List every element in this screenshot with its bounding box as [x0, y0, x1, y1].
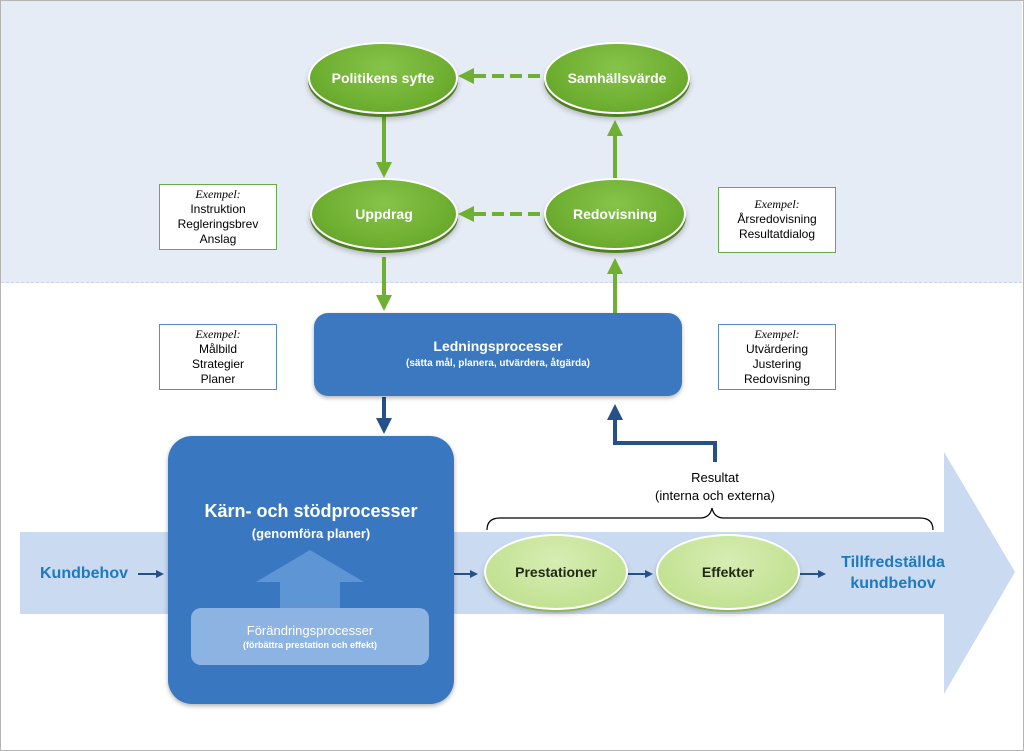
node-label: Samhällsvärde — [567, 70, 667, 86]
tillfredstallda-line: Tillfredställda — [841, 554, 945, 571]
tillfredstallda-label: Tillfredställda kundbehov — [826, 552, 960, 594]
example-line: Planer — [200, 372, 236, 386]
node-prestationer: Prestationer — [484, 534, 628, 610]
example-line: Anslag — [199, 232, 237, 246]
resultat-line: (interna och externa) — [655, 488, 775, 503]
ledningsprocesser-title: Ledningsprocesser — [433, 338, 563, 354]
tillfredstallda-line: kundbehov — [850, 575, 936, 592]
ledningsprocesser-box: Ledningsprocesser (sätta mål, planera, u… — [314, 313, 682, 396]
example-line: Resultatdialog — [738, 227, 816, 241]
node-samhallsvarde: Samhällsvärde — [544, 42, 690, 114]
forandringsprocesser-title: Förändringsprocesser — [246, 623, 374, 638]
node-label: Uppdrag — [355, 206, 413, 222]
resultat-brace — [486, 507, 934, 531]
forandringsprocesser-box: Förändringsprocesser (förbättra prestati… — [191, 608, 429, 665]
example-line: Instruktion — [190, 202, 246, 216]
node-uppdrag: Uppdrag — [310, 178, 458, 250]
ledningsprocesser-subtitle: (sätta mål, planera, utvärdera, åtgärda) — [406, 358, 590, 369]
arrow-resultat-to-ledning — [607, 404, 717, 462]
example-line: Årsredovisning — [737, 212, 817, 226]
example-heading: Exempel: — [195, 327, 241, 341]
example-line: Målbild — [198, 342, 237, 356]
karnprocesser-subtitle: (genomföra planer) — [251, 526, 371, 541]
example-heading: Exempel: — [195, 187, 241, 201]
up-arrow-icon — [256, 550, 364, 610]
example-line: Regleringsbrev — [177, 217, 259, 231]
example-heading: Exempel: — [754, 327, 800, 341]
node-label: Politikens syfte — [331, 70, 435, 86]
node-label: Effekter — [701, 564, 755, 580]
node-label: Redovisning — [572, 206, 657, 222]
node-effekter: Effekter — [656, 534, 800, 610]
example-line: Redovisning — [743, 372, 811, 386]
node-politikens-syfte: Politikens syfte — [308, 42, 458, 114]
node-redovisning: Redovisning — [544, 178, 686, 250]
example-box-ledning-out: Exempel: Utvärdering Justering Redovisni… — [718, 324, 836, 390]
example-box-redovisning: Exempel: Årsredovisning Resultatdialog — [718, 187, 836, 253]
example-box-ledning-in: Exempel: Målbild Strategier Planer — [159, 324, 277, 390]
resultat-label: Resultat (interna och externa) — [640, 469, 790, 505]
example-line: Strategier — [191, 357, 245, 371]
node-label: Prestationer — [515, 564, 597, 580]
example-line: Utvärdering — [745, 342, 809, 356]
example-heading: Exempel: — [754, 197, 800, 211]
resultat-line: Resultat — [691, 470, 739, 485]
example-line: Justering — [752, 357, 802, 371]
forandringsprocesser-subtitle: (förbättra prestation och effekt) — [242, 640, 377, 650]
example-box-uppdrag: Exempel: Instruktion Regleringsbrev Ansl… — [159, 184, 277, 250]
kundbehov-label: Kundbehov — [40, 565, 128, 582]
karnprocesser-title: Kärn- och stödprocesser — [204, 501, 418, 521]
